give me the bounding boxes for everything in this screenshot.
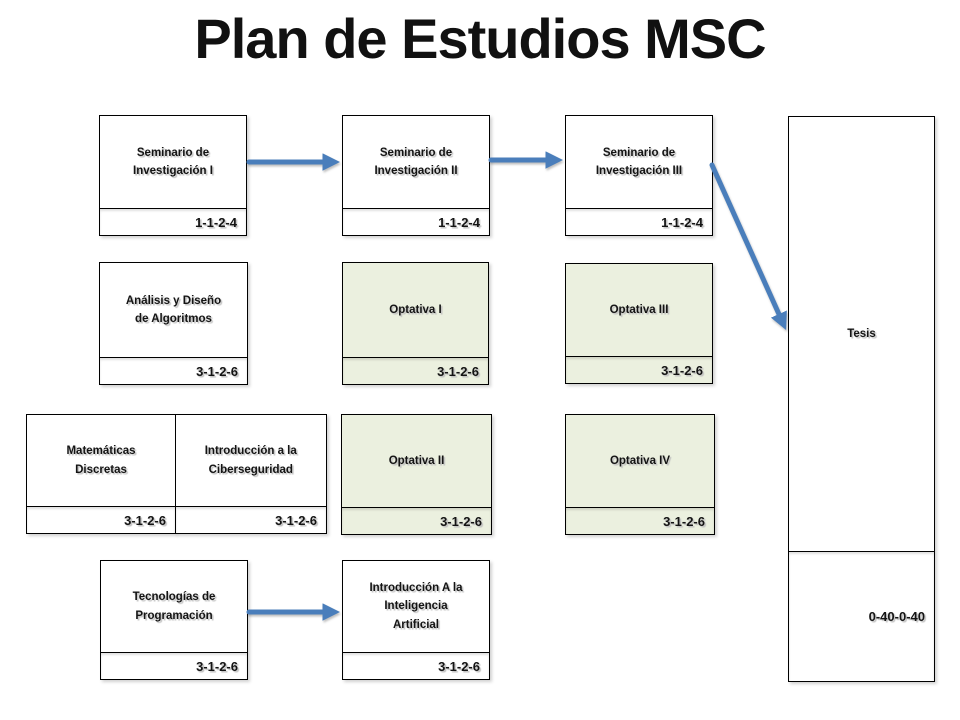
course-title: Optativa IV (609, 454, 671, 467)
course-credits: 1-1-2-4 (343, 208, 489, 235)
course-title: Optativa III (609, 303, 669, 316)
course-box-tecnologias-programacion: Tecnologías de Programación 3-1-2-6 (100, 560, 248, 680)
course-box-optativa-i: Optativa I 3-1-2-6 (342, 262, 489, 385)
course-box-matematicas-discretas: Matemáticas Discretas 3-1-2-6 (26, 414, 176, 534)
course-box-optativa-iv: Optativa IV 3-1-2-6 (565, 414, 715, 535)
course-box-tesis: Tesis 0-40-0-40 (788, 116, 935, 682)
course-title: Introducción A la Inteligencia Artificia… (369, 581, 463, 631)
course-credits: 3-1-2-6 (100, 357, 247, 384)
course-box-introduccion-inteligencia-artificial: Introducción A la Inteligencia Artificia… (342, 560, 490, 680)
course-title: Matemáticas Discretas (66, 445, 136, 476)
course-box-analisis-diseno-algoritmos: Análisis y Diseño de Algoritmos 3-1-2-6 (99, 262, 248, 385)
course-title: Seminario de Investigación II (374, 146, 458, 177)
course-title: Optativa II (388, 454, 445, 467)
course-box-optativa-iii: Optativa III 3-1-2-6 (565, 263, 713, 384)
course-credits: 1-1-2-4 (100, 208, 246, 235)
course-credits: 3-1-2-6 (566, 507, 714, 534)
course-title: Optativa I (389, 303, 442, 316)
course-box-introduccion-ciberseguridad: Introducción a la Ciberseguridad 3-1-2-6 (174, 414, 327, 534)
course-credits: 1-1-2-4 (566, 208, 712, 235)
course-title: Tesis (847, 327, 876, 340)
course-credits: 3-1-2-6 (101, 652, 247, 679)
course-credits: 3-1-2-6 (175, 506, 326, 533)
course-box-seminario-investigacion-iii: Seminario de Investigación III 1-1-2-4 (565, 115, 713, 236)
course-box-optativa-ii: Optativa II 3-1-2-6 (341, 414, 492, 535)
course-credits: 3-1-2-6 (566, 356, 712, 383)
course-title: Seminario de Investigación I (133, 146, 213, 177)
course-title: Tecnologías de Programación (132, 591, 216, 622)
course-credits: 0-40-0-40 (789, 551, 934, 681)
course-credits: 3-1-2-6 (343, 357, 488, 384)
course-credits: 3-1-2-6 (342, 507, 491, 534)
arrow-seminario3-to-tesis (709, 162, 787, 330)
course-title: Introducción a la Ciberseguridad (204, 445, 297, 476)
course-title: Análisis y Diseño de Algoritmos (125, 294, 222, 325)
page-title: Plan de Estudios MSC (194, 7, 766, 70)
course-credits: 3-1-2-6 (343, 652, 489, 679)
course-title: Seminario de Investigación III (595, 146, 683, 177)
course-box-seminario-investigacion-i: Seminario de Investigación I 1-1-2-4 (99, 115, 247, 236)
course-box-seminario-investigacion-ii: Seminario de Investigación II 1-1-2-4 (342, 115, 490, 236)
course-credits: 3-1-2-6 (27, 506, 175, 533)
